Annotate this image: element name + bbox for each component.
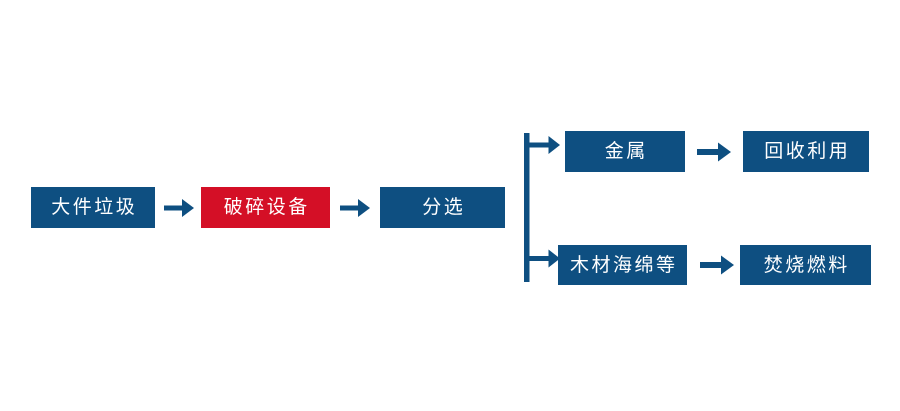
node-wood-sponge-etc[interactable]: 木材海绵等 <box>558 245 687 285</box>
arrow-right-icon-wood-to-fuel <box>700 252 734 278</box>
arrow-right-icon-crusher-to-sorting <box>340 195 370 221</box>
branch-connector-icon <box>518 128 562 286</box>
node-sorting[interactable]: 分选 <box>380 187 505 228</box>
node-recycling-reuse[interactable]: 回收利用 <box>743 131 869 172</box>
node-crushing-equipment[interactable]: 破碎设备 <box>201 187 330 228</box>
node-bulky-waste[interactable]: 大件垃圾 <box>31 187 155 228</box>
arrow-right-icon-metal-to-recycle <box>697 139 731 165</box>
node-incineration-fuel[interactable]: 焚烧燃料 <box>740 245 871 285</box>
arrow-right-icon-bulky-to-crusher <box>164 195 194 221</box>
node-metal[interactable]: 金属 <box>565 131 685 172</box>
